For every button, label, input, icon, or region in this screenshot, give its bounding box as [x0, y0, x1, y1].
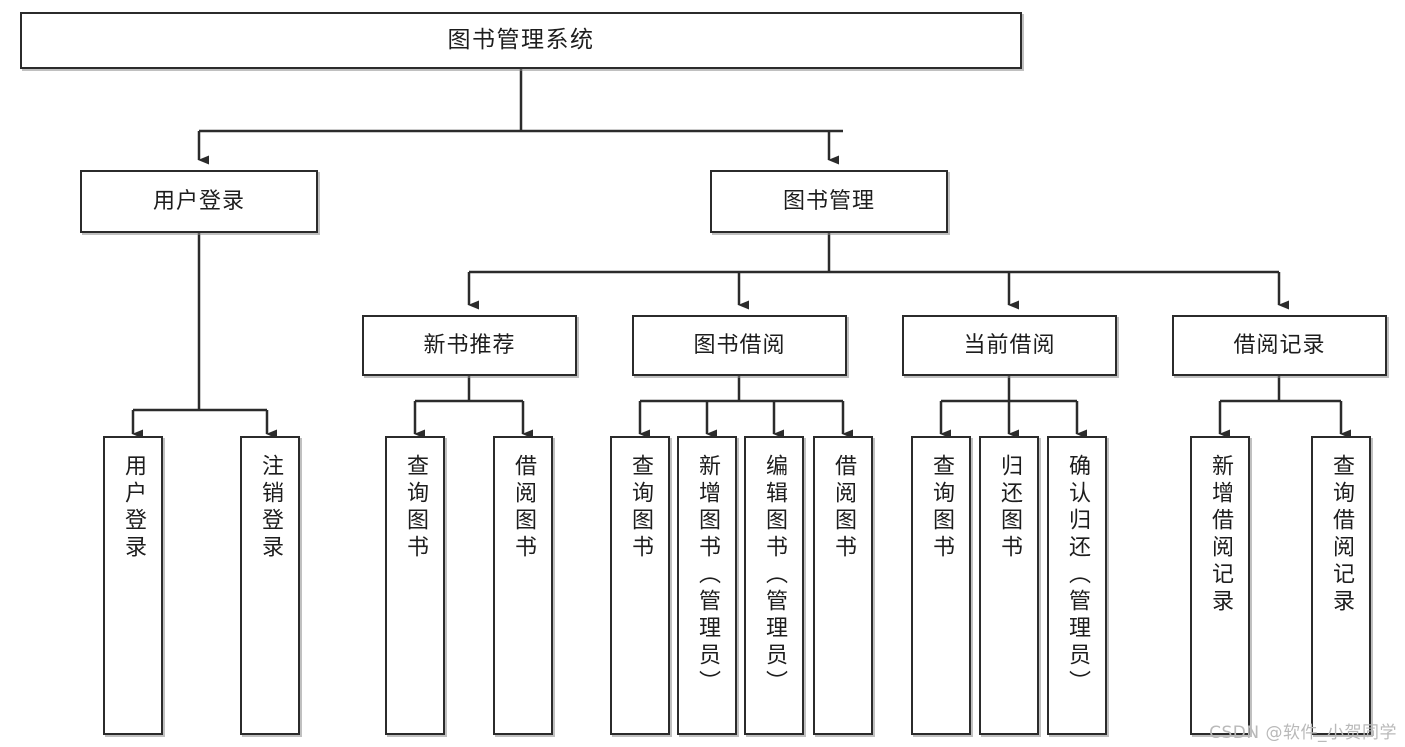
leaf-user-login-signin[interactable]: 用户登录 — [103, 436, 163, 735]
node-label: 用户登录 — [152, 188, 245, 214]
node-label: 查询借阅记录 — [1329, 454, 1354, 616]
node-label: 借阅记录 — [1233, 332, 1326, 358]
leaf-book-borrow-borrow[interactable]: 借阅图书 — [813, 436, 873, 735]
leaf-borrow-record-query[interactable]: 查询借阅记录 — [1311, 436, 1371, 735]
node-label: 注销登录 — [258, 454, 283, 562]
node-borrow-record[interactable]: 借阅记录 — [1172, 315, 1387, 376]
leaf-new-book-query[interactable]: 查询图书 — [385, 436, 445, 735]
node-label: 图书借阅 — [693, 332, 786, 358]
node-label: 查询图书 — [929, 454, 954, 562]
node-label: 借阅图书 — [511, 454, 536, 562]
node-label: 查询图书 — [628, 454, 653, 562]
leaf-current-borrow-return[interactable]: 归还图书 — [979, 436, 1039, 735]
node-book-management[interactable]: 图书管理 — [710, 170, 948, 233]
node-label: 用户登录 — [121, 454, 146, 562]
node-root-system[interactable]: 图书管理系统 — [20, 12, 1022, 69]
node-label: 新增借阅记录 — [1208, 454, 1233, 616]
leaf-book-borrow-add[interactable]: 新增图书（管理员） — [677, 436, 737, 735]
leaf-book-borrow-edit[interactable]: 编辑图书（管理员） — [744, 436, 804, 735]
node-label: 编辑图书（管理员） — [762, 454, 787, 697]
leaf-book-borrow-query[interactable]: 查询图书 — [610, 436, 670, 735]
node-new-book-recommend[interactable]: 新书推荐 — [362, 315, 577, 376]
node-label: 借阅图书 — [831, 454, 856, 562]
node-label: 归还图书 — [997, 454, 1022, 562]
leaf-current-borrow-query[interactable]: 查询图书 — [911, 436, 971, 735]
leaf-user-login-signout[interactable]: 注销登录 — [240, 436, 300, 735]
leaf-current-borrow-confirm-return[interactable]: 确认归还（管理员） — [1047, 436, 1107, 735]
node-current-borrow[interactable]: 当前借阅 — [902, 315, 1117, 376]
node-label: 图书管理系统 — [447, 26, 595, 53]
leaf-new-book-borrow[interactable]: 借阅图书 — [493, 436, 553, 735]
node-user-login[interactable]: 用户登录 — [80, 170, 318, 233]
leaf-borrow-record-add[interactable]: 新增借阅记录 — [1190, 436, 1250, 735]
node-label: 新增图书（管理员） — [695, 454, 720, 697]
node-label: 查询图书 — [403, 454, 428, 562]
node-book-borrow[interactable]: 图书借阅 — [632, 315, 847, 376]
node-label: 当前借阅 — [963, 332, 1056, 358]
node-label: 新书推荐 — [423, 332, 516, 358]
watermark-text: CSDN @软件_小贺同学 — [1209, 723, 1397, 743]
node-label: 确认归还（管理员） — [1065, 454, 1090, 697]
node-label: 图书管理 — [782, 188, 875, 214]
